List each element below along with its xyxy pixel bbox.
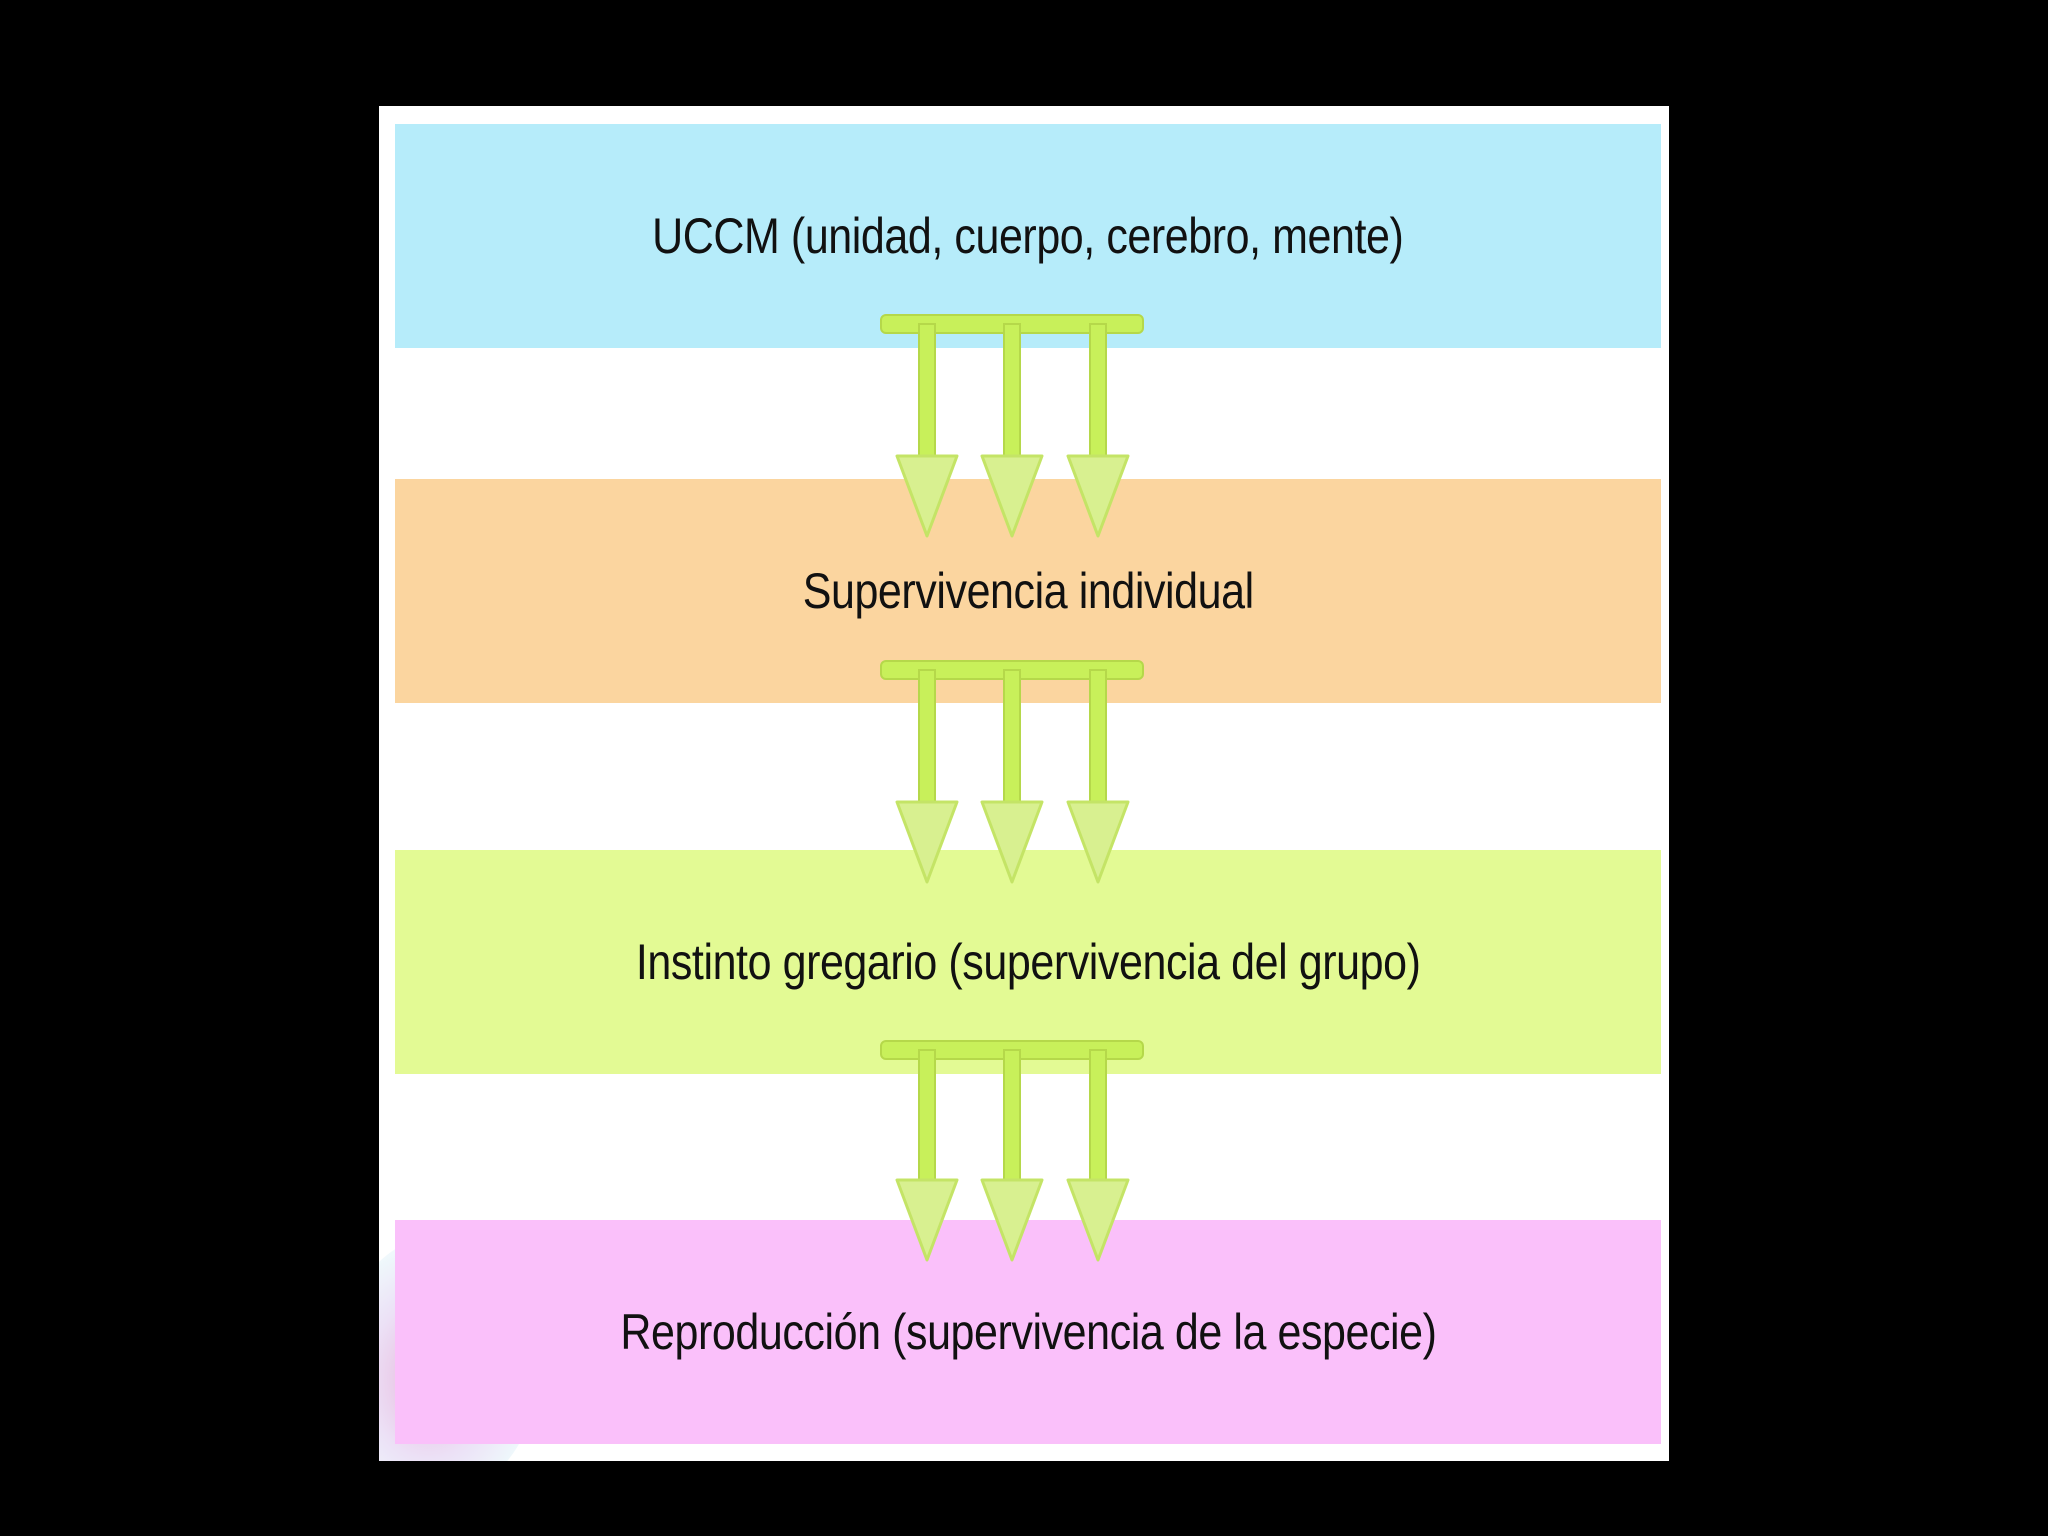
level-band-uccm: UCCM (unidad, cuerpo, cerebro, mente) [395,124,1661,348]
level-label-herd-instinct: Instinto gregario (supervivencia del gru… [635,934,1421,990]
level-band-herd-instinct: Instinto gregario (supervivencia del gru… [395,850,1661,1074]
level-band-individual-survival: Supervivencia individual [395,479,1661,703]
level-label-individual-survival: Supervivencia individual [802,563,1254,619]
level-band-reproduction: Reproducción (supervivencia de la especi… [395,1220,1661,1444]
slide: UCCM (unidad, cuerpo, cerebro, mente) Su… [379,106,1669,1461]
level-label-reproduction: Reproducción (supervivencia de la especi… [619,1304,1437,1360]
level-label-uccm: UCCM (unidad, cuerpo, cerebro, mente) [652,208,1404,264]
